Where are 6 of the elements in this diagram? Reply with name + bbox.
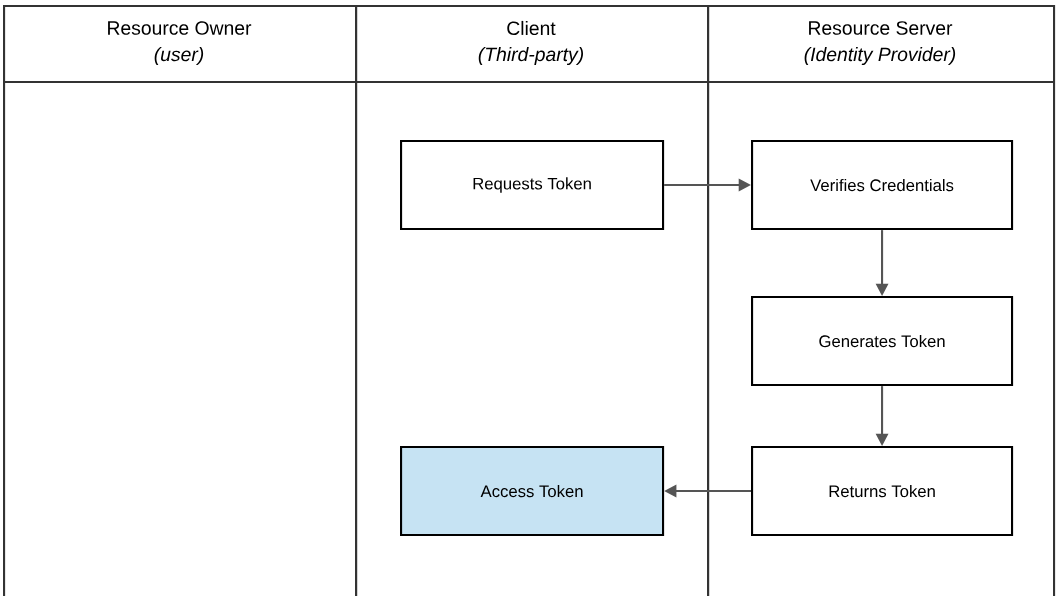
process-box: Access Token xyxy=(400,446,665,537)
process-box: Verifies Credentials xyxy=(751,140,1014,231)
process-box: Returns Token xyxy=(751,446,1014,537)
swimlane: Resource Owner (user) xyxy=(3,5,358,596)
process-box: Requests Token xyxy=(400,140,665,231)
process-box: Generates Token xyxy=(751,296,1014,387)
